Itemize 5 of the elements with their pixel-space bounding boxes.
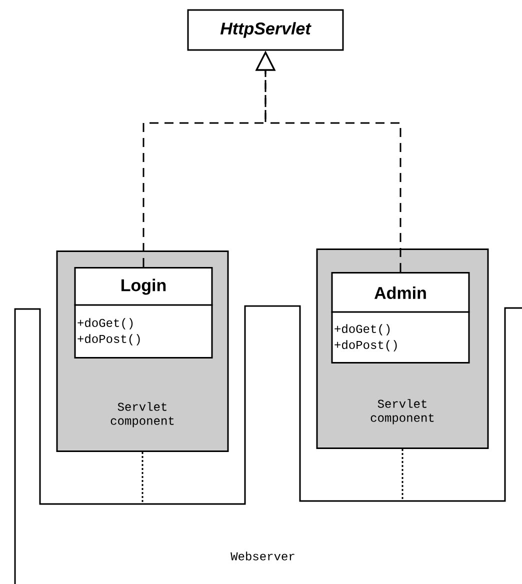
connector-line	[142, 452, 144, 504]
connector-line	[402, 449, 404, 501]
class-box: Admin +doGet() +doPost()	[331, 272, 470, 364]
abstract-class-box: HttpServlet	[187, 9, 344, 51]
class-box: Login +doGet() +doPost()	[74, 267, 213, 358]
